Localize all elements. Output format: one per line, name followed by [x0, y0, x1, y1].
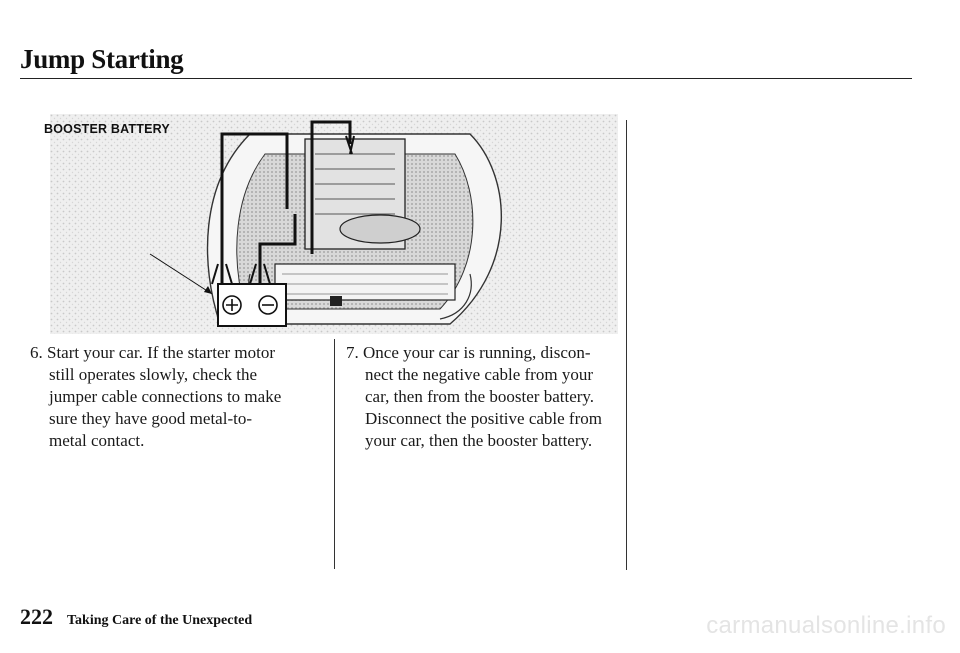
step-6-line-4: sure they have good metal-to- — [49, 409, 252, 428]
step-7: 7. Once your car is running, discon- nec… — [346, 342, 636, 452]
step-7-line-1: 7. Once your car is running, discon- — [346, 343, 591, 362]
title-rule — [20, 78, 912, 79]
step-6-line-3: jumper cable connections to make — [49, 387, 282, 406]
watermark: carmanualsonline.info — [706, 612, 946, 639]
step-6-line-5: metal contact. — [49, 431, 145, 450]
right-column-divider — [626, 120, 627, 570]
step-7-line-3: car, then from the booster battery. — [365, 387, 595, 406]
column-divider — [334, 339, 335, 569]
step-6: 6. Start your car. If the starter motor … — [30, 342, 330, 452]
step-7-line-2: nect the negative cable from your — [365, 365, 593, 384]
step-7-number: 7. — [346, 343, 359, 362]
page-footer: 222 Taking Care of the Unexpected — [20, 604, 252, 630]
step-6-line-2: still operates slowly, check the — [49, 365, 258, 384]
jump-start-illustration — [50, 114, 618, 334]
section-name: Taking Care of the Unexpected — [67, 613, 253, 628]
page-number: 222 — [20, 604, 53, 629]
step-7-line-5: your car, then the booster battery. — [365, 431, 593, 450]
step-6-line-1: 6. Start your car. If the starter motor — [30, 343, 276, 362]
booster-battery-label: BOOSTER BATTERY — [44, 122, 170, 136]
page-title: Jump Starting — [20, 44, 184, 74]
engine-bay-diagram — [50, 114, 618, 334]
step-6-number: 6. — [30, 343, 43, 362]
step-7-line-4: Disconnect the positive cable from — [365, 409, 602, 428]
